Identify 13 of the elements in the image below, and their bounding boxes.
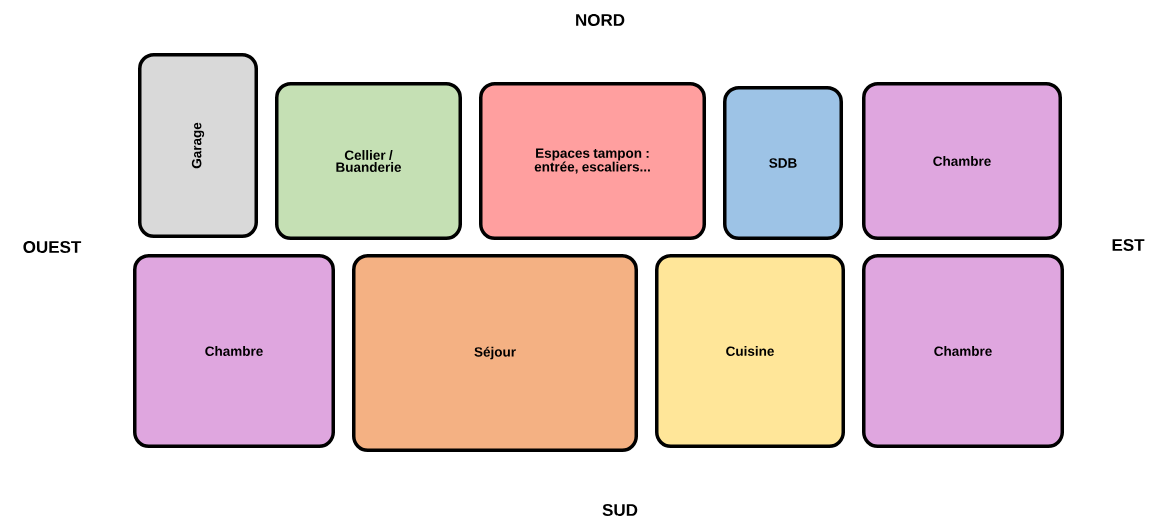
room-box: Garage	[138, 53, 258, 238]
room-box: Chambre	[862, 254, 1064, 448]
room-box: Espaces tampon : entrée, escaliers...	[479, 82, 706, 240]
compass-label: NORD	[576, 14, 625, 27]
compass-label: EST	[1112, 239, 1145, 252]
compass-label: SUD	[602, 504, 638, 517]
room-box: Cellier / Buanderie	[275, 82, 462, 240]
room-box: Chambre	[133, 254, 335, 448]
room-box: Séjour	[352, 254, 638, 452]
room-box: SDB	[723, 86, 843, 240]
room-box: Chambre	[862, 82, 1062, 240]
room-box: Cuisine	[655, 254, 845, 448]
compass-label: OUEST	[23, 241, 82, 254]
